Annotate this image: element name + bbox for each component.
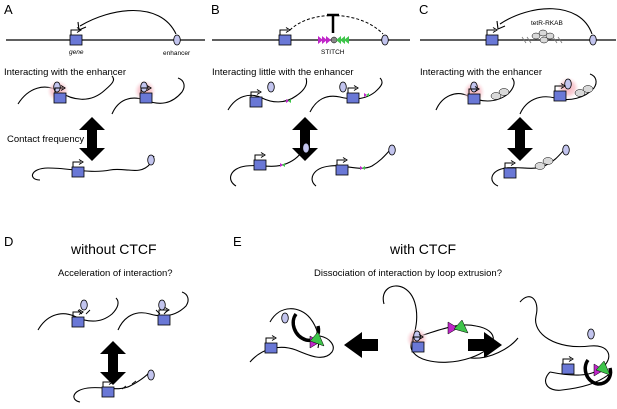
tetr-rkab-insert [521,29,563,44]
b-chromatin-1 [227,77,308,111]
stitch-insert [318,36,349,44]
left-arrow [344,332,378,358]
panel-d-title: without CTCF [70,241,157,257]
panel-a-letter: A [4,2,13,17]
panel-e-caption: Dissociation of interaction by loop extr… [314,268,502,279]
interaction-arrow [79,9,177,35]
blocked-interaction-arrow [289,14,384,35]
b-chromatin-2 [309,77,383,113]
tetr-rkab-label: tetR-RKAB [531,20,563,27]
panel-c: C tetR-RKAB Interacting with the enhance… [419,2,616,187]
panel-e: E with CTCF Dissociation of interaction … [233,234,613,391]
panel-e-title: with CTCF [389,241,456,257]
enhancer-icon [173,34,181,46]
d-chromatin-3 [73,369,155,403]
b-chromatin-3 [230,142,310,187]
looped-chromatin-1 [17,75,115,105]
panel-b-letter: B [211,2,220,17]
panel-c-caption: Interacting with the enhancer [420,67,542,78]
c-interaction-arrow [499,8,593,35]
panel-a-caption: Interacting with the enhancer [4,67,126,78]
e-left-chromatin [249,308,334,363]
panel-d-caption: Acceleration of interaction? [58,268,173,279]
gene-label: gene [69,49,84,56]
enhancer-label: enhancer [163,50,191,57]
panel-b: B STITCH Interacting little with the enh… [211,2,410,187]
looped-chromatin-2 [111,77,185,115]
panel-d: D without CTCF Acceleration of interacti… [4,234,189,403]
block-symbol [327,13,339,33]
c-chromatin-2 [519,73,597,115]
stitch-label: STITCH [321,49,345,56]
d-chromatin-2 [117,291,189,331]
c-chromatin-1 [435,77,515,111]
b-chromatin-4 [311,144,396,187]
contact-frequency-label: Contact frequency [7,134,84,145]
e-center-chromatin [382,285,519,363]
extended-chromatin [31,154,155,181]
panel-c-letter: C [419,2,428,17]
d-chromatin-1 [37,297,119,331]
panel-a: A gene enhancer Interacting with the enh… [4,2,205,181]
gene-icon [69,27,83,46]
panel-d-letter: D [4,234,13,249]
right-arrow [468,332,502,358]
panel-b-caption: Interacting little with the enhancer [212,67,354,78]
panel-e-letter: E [233,234,242,249]
e-right-chromatin [519,296,613,391]
c-chromatin-3 [491,144,570,187]
